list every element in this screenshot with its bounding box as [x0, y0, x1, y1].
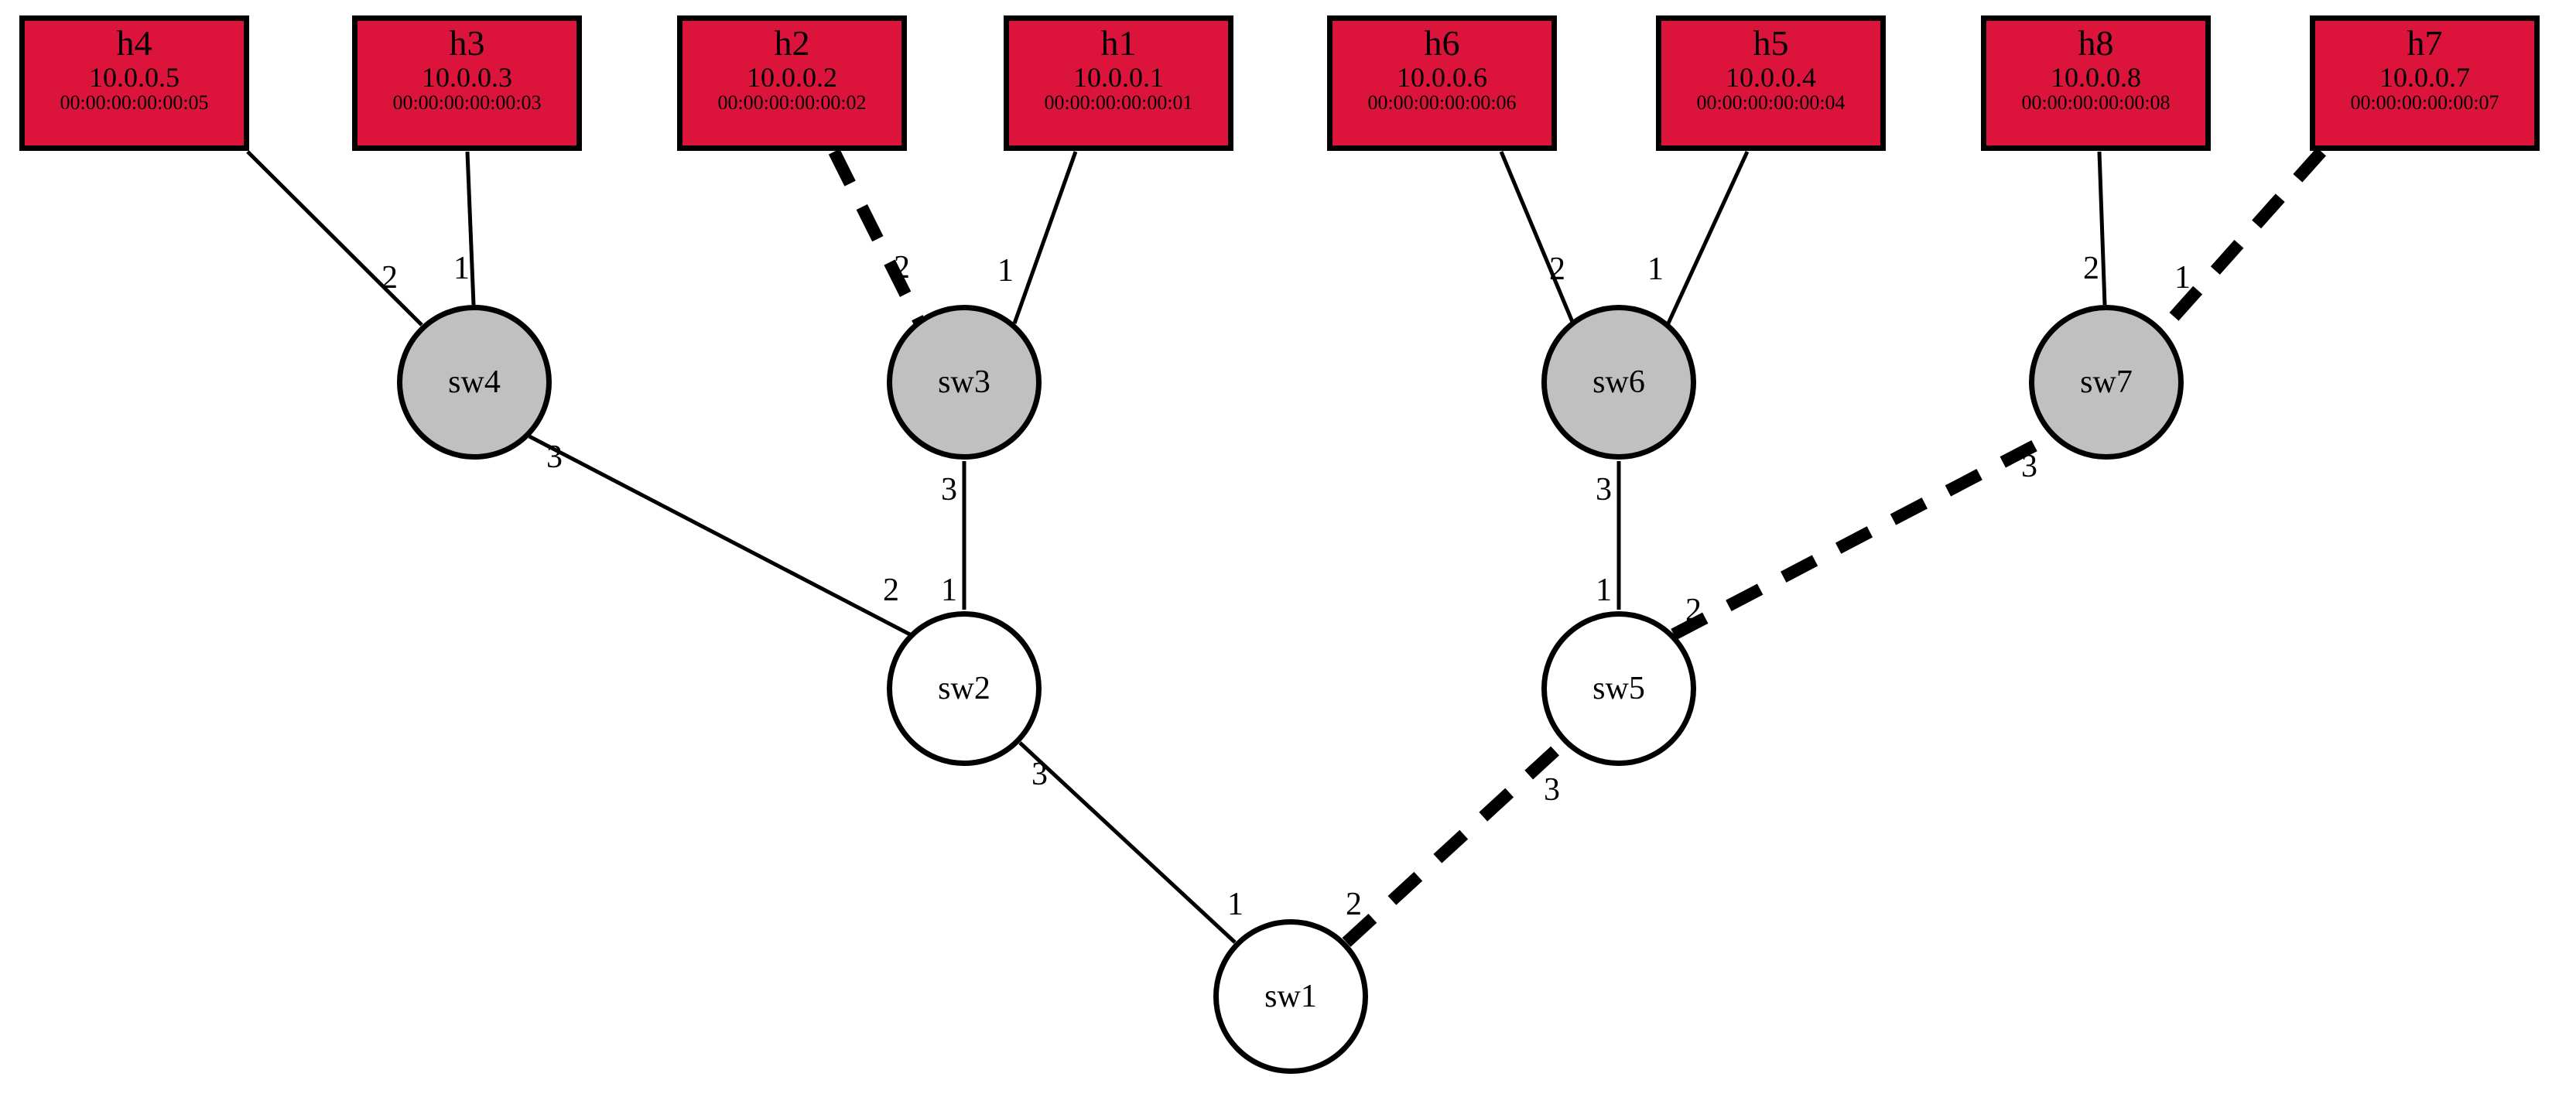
switch-name-label: sw4	[448, 364, 501, 400]
port-label-h7-sw7: 1	[2174, 260, 2191, 296]
host-mac-label: 00:00:00:00:00:05	[60, 91, 209, 114]
host-mac-label: 00:00:00:00:00:04	[1696, 91, 1846, 114]
switch-node-sw4[interactable]: sw4	[397, 305, 552, 460]
host-name-label: h4	[116, 23, 152, 63]
switch-name-label: sw7	[2080, 364, 2133, 400]
link-h6-sw6[interactable]	[1499, 151, 1575, 323]
port-label-sw4-sw2: 3	[546, 439, 563, 475]
port-label-sw5-port3: 3	[1544, 772, 1560, 808]
host-ip-label: 10.0.0.6	[1397, 61, 1487, 93]
port-label-h3-sw4: 1	[453, 251, 470, 286]
port-label-h4-sw4: 2	[381, 260, 398, 296]
switch-node-sw6[interactable]: sw6	[1541, 305, 1696, 460]
host-mac-label: 00:00:00:00:00:08	[2021, 91, 2171, 114]
host-ip-label: 10.0.0.3	[422, 61, 512, 93]
host-mac-label: 00:00:00:00:00:01	[1044, 91, 1193, 114]
port-label-h8-sw7: 2	[2083, 251, 2099, 286]
port-label-sw1-sw5: 2	[1346, 887, 1362, 922]
link-h7-sw7[interactable]	[2162, 147, 2326, 330]
port-label-sw7-port3: 3	[2021, 449, 2037, 484]
link-h1-sw3[interactable]	[1012, 151, 1078, 324]
link-sw2-sw1[interactable]	[1018, 741, 1237, 944]
host-mac-label: 00:00:00:00:00:03	[392, 91, 542, 114]
host-name-label: h5	[1753, 23, 1789, 63]
host-mac-label: 00:00:00:00:00:07	[2350, 91, 2499, 114]
host-name-label: h2	[774, 23, 810, 63]
switch-node-sw7[interactable]: sw7	[2029, 305, 2184, 460]
host-mac-label: 00:00:00:00:00:06	[1367, 91, 1517, 114]
switch-name-label: sw2	[938, 671, 990, 706]
link-sw5-sw7[interactable]	[1671, 430, 2055, 641]
port-label-sw2-port2: 2	[883, 573, 899, 608]
port-label-h5-sw6: 1	[1647, 251, 1664, 287]
port-label-sw5-sw6: 1	[1596, 573, 1612, 608]
link-h8-sw7[interactable]	[2097, 151, 2107, 306]
link-h3-sw4[interactable]	[465, 151, 476, 306]
host-mac-label: 00:00:00:00:00:02	[717, 91, 867, 114]
host-ip-label: 10.0.0.2	[747, 61, 837, 93]
switch-node-sw3[interactable]: sw3	[887, 305, 1042, 460]
host-name-label: h1	[1100, 23, 1137, 63]
host-ip-label: 10.0.0.7	[2379, 61, 2470, 93]
switch-name-label: sw1	[1264, 979, 1317, 1014]
host-ip-label: 10.0.0.1	[1073, 61, 1164, 93]
switch-node-sw2[interactable]: sw2	[887, 611, 1042, 766]
port-label-sw3-sw2: 3	[941, 472, 957, 508]
host-name-label: h7	[2407, 23, 2443, 63]
port-label-sw2-port1: 1	[941, 573, 957, 608]
link-h5-sw6[interactable]	[1665, 150, 1750, 326]
port-label-sw6-port3: 3	[1596, 472, 1612, 508]
link-sw4-sw2[interactable]	[528, 434, 912, 637]
switch-name-label: sw3	[938, 364, 990, 400]
port-label-sw1-port1: 1	[1227, 887, 1244, 922]
port-label-sw2-sw1: 3	[1031, 757, 1048, 792]
link-sw1-sw5[interactable]	[1342, 738, 1569, 947]
host-ip-label: 10.0.0.4	[1726, 61, 1816, 93]
host-ip-label: 10.0.0.5	[89, 61, 180, 93]
host-name-label: h3	[449, 23, 485, 63]
port-label-sw5-sw7: 2	[1685, 593, 1702, 628]
link-h4-sw4[interactable]	[246, 150, 423, 326]
host-name-label: h8	[2078, 23, 2114, 63]
port-label-h1-sw3: 1	[997, 253, 1014, 289]
host-ip-label: 10.0.0.8	[2051, 61, 2141, 93]
edge-group	[246, 147, 2326, 947]
port-label-h2-sw3: 2	[894, 250, 910, 285]
switch-name-label: sw5	[1592, 671, 1645, 706]
switch-name-label: sw6	[1592, 364, 1645, 400]
link-h2-sw3[interactable]	[828, 149, 927, 328]
switch-node-sw1[interactable]: sw1	[1213, 919, 1368, 1074]
switch-node-sw5[interactable]: sw5	[1541, 611, 1696, 766]
host-name-label: h6	[1424, 23, 1460, 63]
port-label-h6-sw6: 2	[1549, 251, 1565, 287]
